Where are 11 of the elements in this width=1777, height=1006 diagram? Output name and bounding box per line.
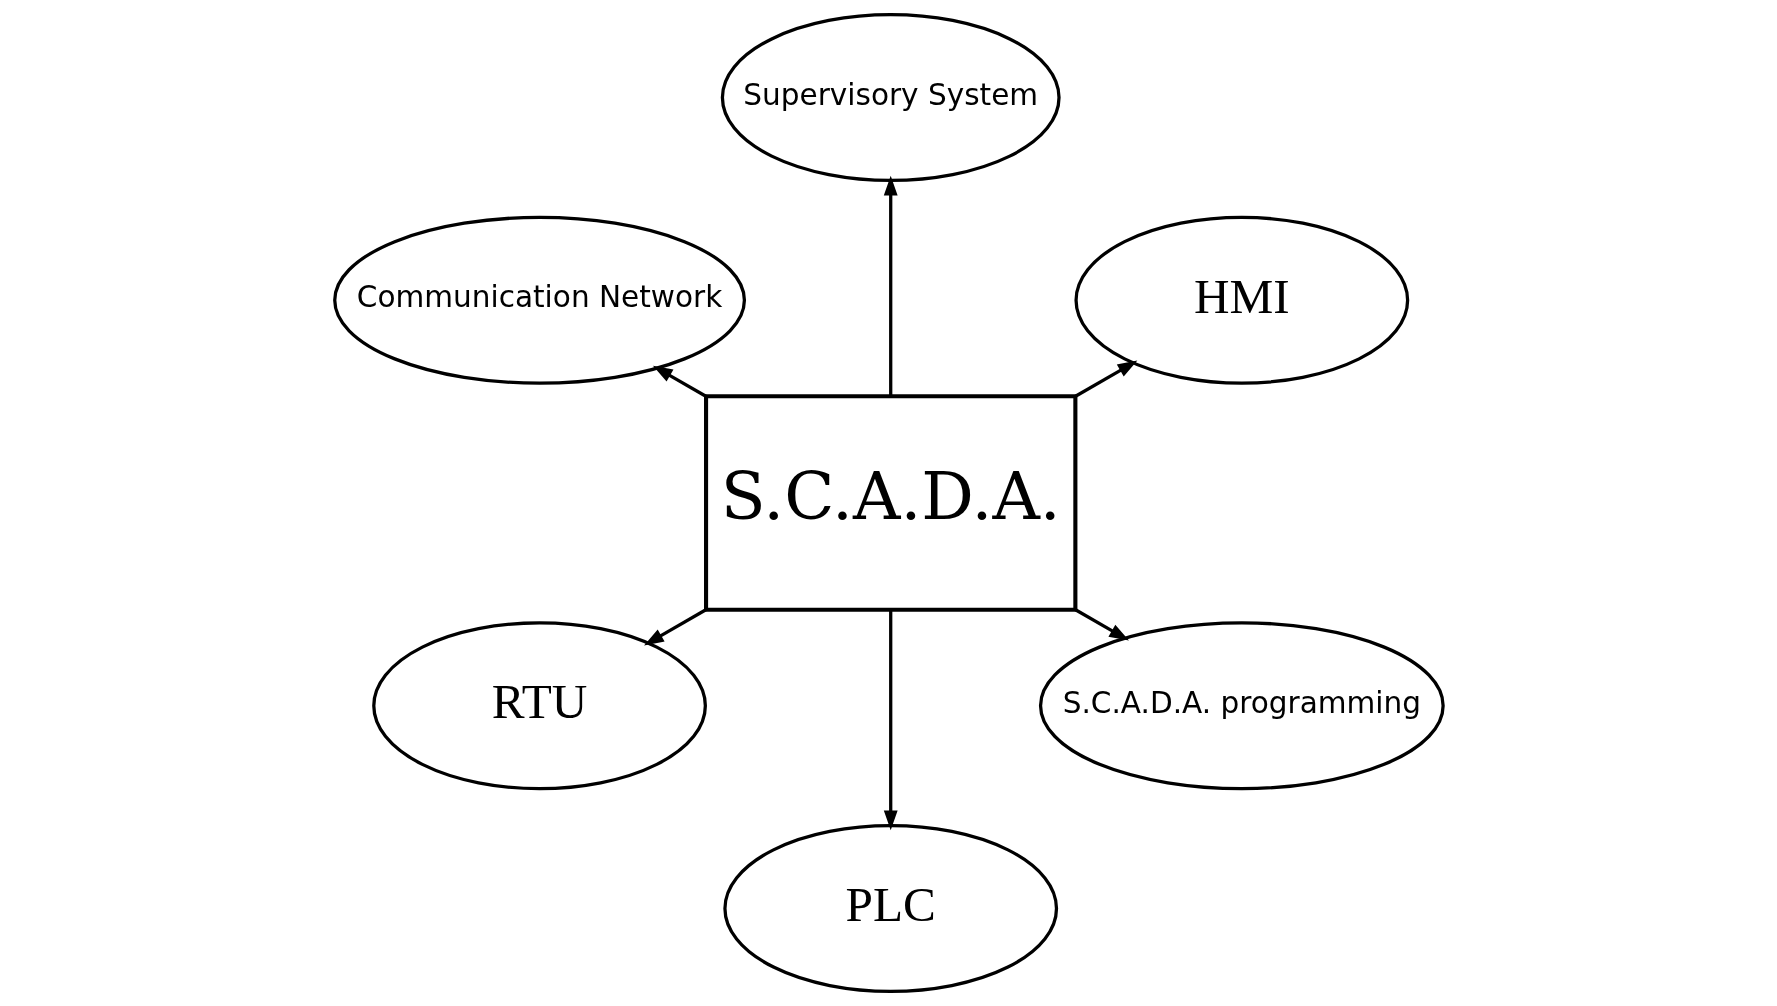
arrow [652,365,707,398]
arrow [883,610,898,831]
arrow [883,175,898,396]
arrow [643,608,707,646]
node-box: S.C.A.D.A. [703,394,1077,612]
arrow [1074,608,1129,641]
node-ellipse: Supervisory System [720,13,1061,183]
node-ellipse: HMI [1073,215,1409,385]
node-ellipse: PLC [722,823,1058,993]
arrow [1074,360,1137,398]
node-ellipse: RTU [371,621,707,791]
